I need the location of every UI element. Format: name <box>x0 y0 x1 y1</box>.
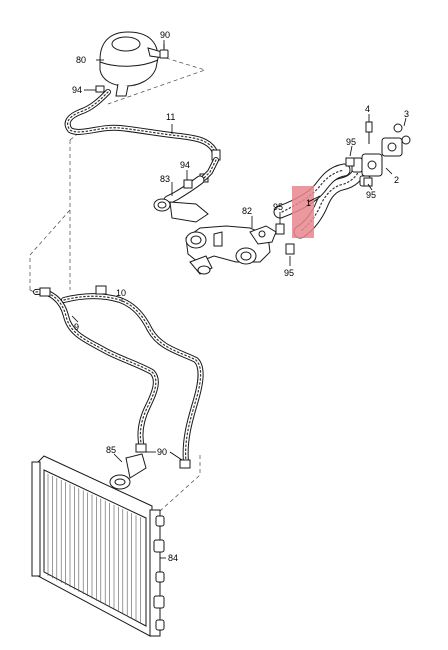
label-4-bolt: 4 <box>365 104 370 114</box>
label-80-expansion-tank: 80 <box>76 55 86 65</box>
label-95-lower-clamp: 95 <box>284 268 294 278</box>
label-94-upper-clip: 94 <box>72 85 82 95</box>
label-84-fittings: 84 <box>168 553 178 563</box>
hose-1-highlight <box>292 186 314 238</box>
leader-lines <box>71 40 407 559</box>
label-90-lower-clamp: 90 <box>157 447 167 457</box>
label-95-right-clamp: 95 <box>366 190 376 200</box>
hose-connector <box>201 157 219 181</box>
label-11-hose: 11 <box>166 112 175 122</box>
radiator-fittings-84[interactable] <box>153 515 165 631</box>
label-2-connector: 2 <box>394 175 399 185</box>
label-1-hose: 1 <box>306 198 311 208</box>
label-82-flange: 82 <box>242 206 252 216</box>
hose-11[interactable] <box>64 89 219 163</box>
clip-94[interactable] <box>183 179 193 189</box>
part-labels: 90 80 94 11 4 3 95 95 2 94 83 82 95 1 95… <box>72 30 409 563</box>
label-90-tank-clamp: 90 <box>160 30 170 40</box>
radiator[interactable] <box>31 455 161 637</box>
label-3-seals: 3 <box>404 109 409 119</box>
connecting-pipe-83[interactable] <box>153 175 209 223</box>
coolant-flange-82[interactable] <box>185 225 277 275</box>
label-9-hose: 9 <box>74 322 79 332</box>
label-83-pipe: 83 <box>160 174 170 184</box>
hose-10[interactable] <box>61 293 204 465</box>
label-94-lower-clip: 94 <box>180 160 190 170</box>
expansion-tank[interactable] <box>99 31 165 97</box>
label-10-hose: 10 <box>116 288 126 298</box>
radiator-fins <box>47 473 141 624</box>
bolt-4[interactable] <box>365 121 373 144</box>
hose-9[interactable] <box>33 288 159 451</box>
hose-clamps-95[interactable] <box>275 157 373 255</box>
connector-85[interactable] <box>109 453 147 490</box>
label-95-flange-clamp: 95 <box>273 202 283 212</box>
label-95-upper-clamp: 95 <box>346 137 356 147</box>
hose-clamp <box>39 285 191 469</box>
seal-rings-3[interactable] <box>393 123 411 145</box>
label-85-connector: 85 <box>106 445 116 455</box>
